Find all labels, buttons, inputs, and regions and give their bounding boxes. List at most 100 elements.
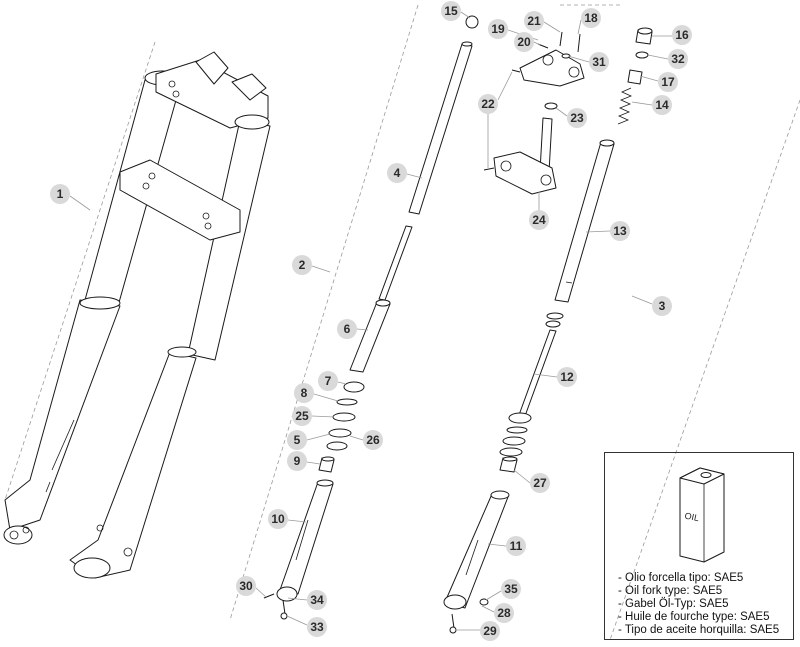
callout-number: 30 [239, 579, 253, 593]
callout-21: 21 [524, 11, 544, 31]
callout-labels: 1234567891011121314151617181920212223242… [50, 1, 692, 641]
callout-bubble [530, 473, 550, 493]
callout-bubble [506, 536, 526, 556]
callout-6: 6 [337, 319, 357, 339]
callout-bubble [292, 255, 312, 275]
callout-bubble [501, 579, 521, 599]
callout-bubble [529, 210, 549, 230]
callout-8: 8 [294, 383, 314, 403]
oil-line-english: - Oil fork type: SAE5 [618, 585, 723, 597]
callout-22: 22 [478, 94, 498, 114]
callout-number: 15 [444, 4, 458, 18]
callout-24: 24 [529, 210, 549, 230]
callout-bubble [668, 49, 688, 69]
callout-11: 11 [506, 536, 526, 556]
callout-bubble [589, 52, 609, 72]
exploded-leg-left [263, 15, 479, 620]
callout-1: 1 [50, 184, 70, 204]
callout-number: 5 [294, 433, 301, 447]
callout-bubble [363, 430, 383, 450]
callout-number: 25 [295, 409, 309, 423]
callout-29: 29 [480, 621, 500, 641]
callout-number: 17 [661, 75, 675, 89]
callout-31: 31 [589, 52, 609, 72]
callout-bubble [292, 406, 312, 426]
callout-bubble [652, 95, 672, 115]
callout-number: 31 [592, 55, 606, 69]
callout-bubble [581, 8, 601, 28]
callout-number: 6 [344, 322, 351, 336]
oil-line-spanish: - Tipo de aceite horquilla: SAE5 [618, 624, 780, 636]
callout-number: 22 [481, 97, 495, 111]
callout-bubble [658, 72, 678, 92]
callout-number: 1 [57, 187, 64, 201]
callout-number: 10 [271, 512, 285, 526]
callout-bubble [50, 184, 70, 204]
callout-bubble [337, 319, 357, 339]
callout-bubble [318, 371, 338, 391]
callout-26: 26 [363, 430, 383, 450]
callout-number: 32 [671, 52, 685, 66]
callout-10: 10 [268, 509, 288, 529]
callout-20: 20 [514, 32, 534, 52]
callout-bubble [567, 108, 587, 128]
oil-line-french: - Huile de fourche type: SAE5 [618, 611, 770, 623]
callout-14: 14 [652, 95, 672, 115]
callout-bubble [514, 32, 534, 52]
callout-bubble [478, 94, 498, 114]
oil-jar-label: OIL [684, 511, 700, 524]
callout-number: 33 [310, 620, 324, 634]
callout-30: 30 [236, 576, 256, 596]
callout-bubble [287, 451, 307, 471]
callout-3: 3 [652, 296, 672, 316]
callout-number: 24 [532, 213, 546, 227]
callout-5: 5 [287, 430, 307, 450]
callout-number: 12 [560, 370, 574, 384]
callout-number: 14 [655, 98, 669, 112]
group-frames [4, 4, 800, 641]
callout-number: 3 [659, 299, 666, 313]
oil-info-box [604, 452, 794, 640]
callout-bubble [268, 509, 288, 529]
callout-4: 4 [387, 163, 407, 183]
callout-bubble [236, 576, 256, 596]
callout-number: 27 [533, 476, 547, 490]
callout-number: 2 [299, 258, 306, 272]
callout-bubble [672, 25, 692, 45]
callout-bubble [524, 11, 544, 31]
callout-bubble [610, 221, 630, 241]
callout-number: 21 [527, 14, 541, 28]
callout-number: 35 [504, 582, 518, 596]
assembled-fork [3, 51, 271, 579]
callout-number: 29 [483, 624, 497, 638]
callout-13: 13 [610, 221, 630, 241]
callout-2: 2 [292, 255, 312, 275]
callout-bubble [441, 1, 461, 21]
callout-35: 35 [501, 579, 521, 599]
callout-number: 23 [570, 111, 584, 125]
callout-number: 11 [510, 539, 523, 553]
oil-jar-icon: OIL [679, 467, 725, 563]
callout-bubble [307, 617, 327, 637]
callout-bubble [307, 590, 327, 610]
callout-23: 23 [567, 108, 587, 128]
callout-25: 25 [292, 406, 312, 426]
callout-19: 19 [488, 19, 508, 39]
callout-number: 9 [294, 454, 301, 468]
oil-line-german: - Gabel Öl-Typ: SAE5 [618, 598, 729, 610]
callout-bubble [494, 603, 514, 623]
callout-number: 20 [517, 35, 531, 49]
callout-number: 13 [613, 224, 627, 238]
callout-number: 28 [497, 606, 511, 620]
callout-bubble [294, 383, 314, 403]
callout-number: 8 [301, 386, 308, 400]
callout-18: 18 [581, 8, 601, 28]
callout-number: 16 [675, 28, 689, 42]
callout-bubble [652, 296, 672, 316]
callout-number: 4 [394, 166, 401, 180]
callout-7: 7 [318, 371, 338, 391]
callout-number: 18 [584, 11, 598, 25]
callout-bubble [387, 163, 407, 183]
callout-number: 26 [366, 433, 380, 447]
